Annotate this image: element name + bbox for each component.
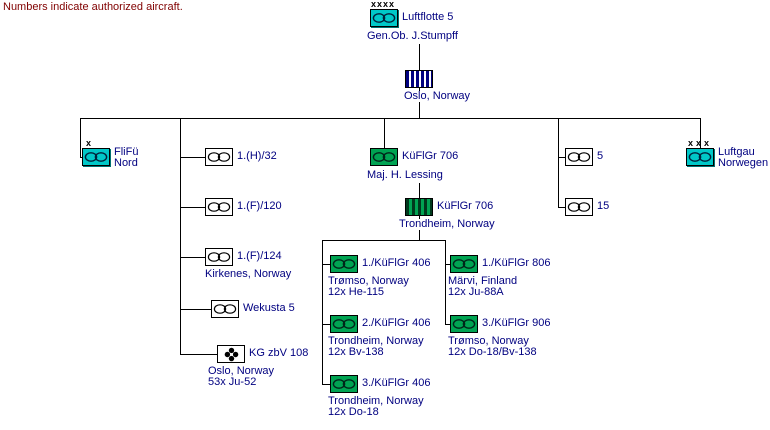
connector-line [558,207,566,208]
unit-location: Oslo, Norway [208,365,275,377]
unit-symbol-box [217,345,245,363]
unit-size-marker: xxxx [371,0,396,9]
chart-note: Numbers indicate authorized aircraft. [3,1,183,13]
unit-label: 2./KüFlGr 406 [362,317,431,329]
connector-line [180,354,218,355]
connector-line [558,118,559,208]
connector-line [180,157,206,158]
propeller-icon [452,319,476,329]
unit-symbol-box [205,148,233,166]
unit-symbol-box [205,198,233,216]
connector-line [80,157,83,158]
connector-line [322,240,446,241]
connector-line [180,118,181,355]
airfield-stripes-box [405,198,433,216]
unit-location: Märvi, Finland [448,275,518,287]
unit-label: Norwegen [718,157,769,169]
unit-symbol-box [205,248,233,266]
unit-aircraft: 12x He-115 [328,286,385,298]
unit-location: Trømso, Norway [328,275,409,287]
unit-symbol-box [370,148,398,166]
connector-line [180,207,206,208]
connector-line [445,240,446,325]
unit-symbol-box [82,148,110,166]
unit-commander: Maj. H. Lessing [367,169,443,181]
propeller-icon [567,152,591,162]
connector-line [322,324,331,325]
unit-size-marker: xxx [688,138,713,148]
unit-label: 1.(F)/120 [237,200,282,212]
propeller-icon [688,152,712,162]
connector-line [180,257,206,258]
unit-label: 1./KüFlGr 806 [482,257,551,269]
unit-symbol-box [330,315,358,333]
connector-line [700,118,701,148]
unit-location: Trondheim, Norway [328,395,424,407]
airfield-stripes-box [405,70,433,88]
propeller-icon [207,152,231,162]
unit-label: Wekusta 5 [243,302,295,314]
unit-label: Luftflotte 5 [402,11,454,23]
connector-line [384,118,385,148]
unit-label: 1.(F)/124 [237,250,282,262]
unit-symbol-box [370,9,398,27]
connector-line [80,118,701,119]
unit-label: KüFlGr 706 [437,200,494,212]
unit-label: FliFü [114,146,139,158]
unit-commander: Gen.Ob. J.Stumpff [367,30,458,42]
unit-location: Trondheim, Norway [328,335,424,347]
unit-label: 15 [597,200,610,212]
unit-aircraft: 53x Ju-52 [208,376,257,388]
unit-label: Nord [114,157,138,169]
unit-symbol-box [211,300,239,318]
unit-label: Luftgau [718,146,755,158]
unit-label: KüFlGr 706 [402,150,459,162]
transport-clover-icon [224,347,238,361]
unit-label: KG zbV 108 [249,347,309,359]
unit-symbol-box [450,255,478,273]
unit-label: 1./KüFlGr 406 [362,257,431,269]
unit-location: Oslo, Norway [403,90,472,102]
propeller-icon [213,304,237,314]
unit-symbol-box [330,255,358,273]
unit-symbol-box [686,148,714,166]
unit-label: 3./KüFlGr 406 [362,377,431,389]
connector-line [180,309,212,310]
unit-aircraft: 12x Do-18 [328,406,379,418]
propeller-icon [332,259,356,269]
propeller-icon [207,252,231,262]
connector-line [558,157,566,158]
propeller-icon [207,202,231,212]
propeller-icon [452,259,476,269]
unit-aircraft: 12x Do-18/Bv-138 [448,346,537,358]
unit-location: Trondheim, Norway [398,218,496,230]
unit-label: 5 [597,150,604,162]
connector-line [445,324,451,325]
unit-aircraft: 12x Ju-88A [448,286,504,298]
propeller-icon [332,319,356,329]
unit-label: 3./KüFlGr 906 [482,317,551,329]
unit-label: 1.(H)/32 [237,150,277,162]
unit-size-marker: x [86,138,93,148]
unit-symbol-box [450,315,478,333]
unit-symbol-box [330,375,358,393]
unit-aircraft: 12x Bv-138 [328,346,384,358]
connector-line [322,264,331,265]
unit-location: Trømso, Norway [448,335,529,347]
unit-location: Kirkenes, Norway [205,268,292,280]
connector-line [322,240,323,385]
propeller-icon [372,13,396,23]
connector-line [445,264,451,265]
unit-symbol-box [565,148,593,166]
propeller-icon [332,379,356,389]
connector-line [322,384,331,385]
propeller-icon [567,202,591,212]
unit-symbol-box [565,198,593,216]
propeller-icon [372,152,396,162]
propeller-icon [84,152,108,162]
connector-line [80,118,81,158]
